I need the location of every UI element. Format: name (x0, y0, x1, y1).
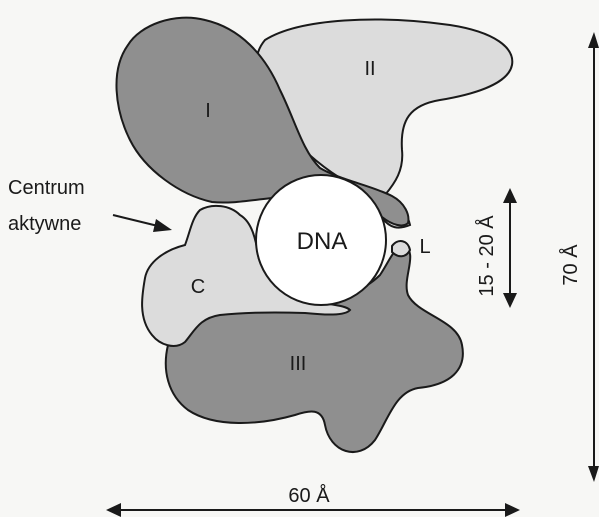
active-site-arrow-head (153, 219, 172, 232)
width-arrow-head-left (106, 503, 121, 517)
label-active-site-line1: Centrum (8, 177, 85, 199)
label-domain-I: I (205, 100, 211, 122)
label-active-site-line2: aktywne (8, 213, 81, 235)
label-domain-II: II (364, 58, 375, 80)
label-domain-C: C (191, 276, 205, 298)
active-site-arrow-line (113, 215, 158, 226)
label-domain-III: III (290, 353, 307, 375)
label-domain-L: L (419, 236, 430, 258)
height-arrow-head-bottom (588, 466, 599, 482)
label-dna: DNA (297, 228, 348, 255)
label-width: 60 Å (288, 484, 330, 507)
label-groove-width: 15 - 20 Å (475, 215, 498, 297)
height-arrow-head-top (588, 32, 599, 48)
width-arrow-head-right (505, 503, 520, 517)
groove-width-arrow-head-top (503, 188, 517, 203)
label-height: 70 Å (559, 244, 582, 286)
loop-L-shape (392, 241, 410, 256)
groove-width-arrow-head-bottom (503, 293, 517, 308)
